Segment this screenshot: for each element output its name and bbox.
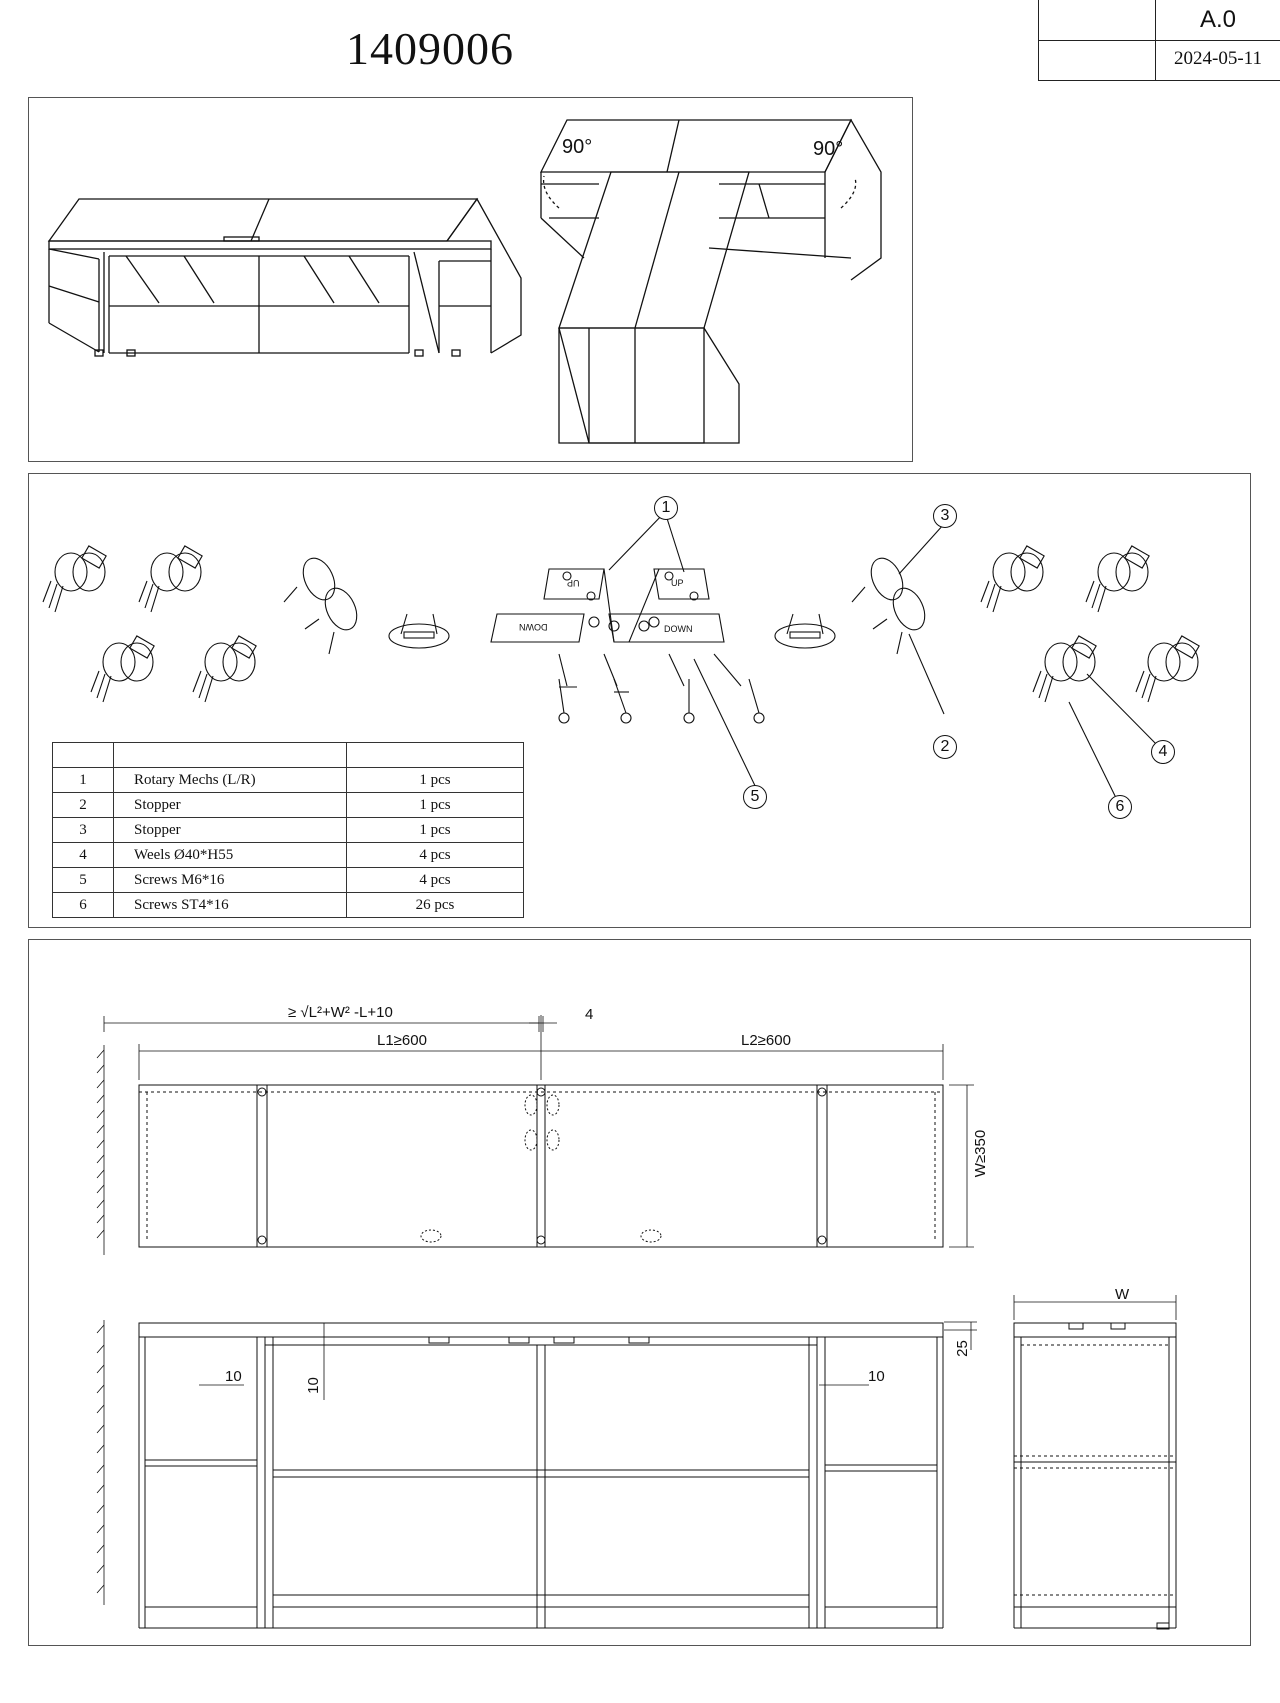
part-qty: 26 pcs [346, 892, 524, 918]
overview-panel: 90° 90° [28, 97, 913, 462]
wheel-icon [1085, 545, 1150, 613]
part-no: 6 [52, 892, 114, 918]
dimension-drawings [96, 1015, 1177, 1630]
hardware-exploded-view [42, 511, 1200, 805]
front-view [138, 1322, 944, 1629]
plate-label-up-left: UP [567, 578, 580, 588]
callout-2: 2 [933, 735, 957, 759]
cabinet-rotated [539, 118, 882, 444]
part-qty: 1 pcs [346, 817, 524, 843]
dim-top-thickness: 25 [953, 1340, 971, 1357]
stopper-icon [851, 557, 926, 655]
part-no: 2 [52, 792, 114, 818]
header-qty [346, 742, 524, 768]
wall-hatch [96, 1045, 105, 1605]
rotation-angle-right: 90° [813, 138, 844, 160]
part-name: Stopper [113, 792, 347, 818]
dimension-lines [103, 1015, 1177, 1400]
stopper-plate-icon [388, 613, 450, 649]
cabinet-straight [47, 197, 522, 357]
callout-4: 4 [1151, 740, 1175, 764]
part-name: Stopper [113, 817, 347, 843]
part-qty: 4 pcs [346, 842, 524, 868]
part-name: Screws M6*16 [113, 867, 347, 893]
part-no: 3 [52, 817, 114, 843]
dim-left-inset: 10 [225, 1368, 242, 1385]
header-name [113, 742, 347, 768]
part-qty: 1 pcs [346, 792, 524, 818]
part-no: 1 [52, 767, 114, 793]
callout-5: 5 [743, 785, 767, 809]
revision-code: A.0 [1199, 6, 1237, 33]
part-name: Weels Ø40*H55 [113, 842, 347, 868]
wheel-icon [138, 545, 203, 613]
wheel-icon [192, 635, 257, 703]
callout-3: 3 [933, 504, 957, 528]
wheel-icon [90, 635, 155, 703]
dim-right-inset: 10 [868, 1368, 885, 1385]
top-view [138, 1084, 944, 1248]
part-name: Rotary Mechs (L/R) [113, 767, 347, 793]
dim-w: W≥350 [972, 1129, 990, 1178]
plate-label-up-right: UP [671, 578, 684, 588]
wheel-icon [980, 545, 1045, 613]
dim-clearance-formula: ≥ √L²+W² -L+10 [288, 1004, 393, 1021]
dim-l2: L2≥600 [741, 1032, 791, 1049]
parts-table-header [52, 742, 524, 768]
dim-gap: 4 [585, 1006, 594, 1023]
side-view [1013, 1322, 1177, 1630]
wheel-icon [1135, 635, 1200, 703]
dim-l1: L1≥600 [377, 1032, 427, 1049]
part-qty: 1 pcs [346, 767, 524, 793]
callout-6: 6 [1108, 795, 1132, 819]
revision-block: A.0 2024-05-11 [1038, 0, 1280, 81]
callout-leaders [608, 511, 1162, 805]
rotary-mech-icon [490, 568, 765, 724]
part-no: 4 [52, 842, 114, 868]
stopper-plate-icon [774, 613, 836, 649]
rotation-angle-left: 90° [562, 136, 593, 158]
model-number: 1409006 [346, 23, 514, 74]
part-name: Screws ST4*16 [113, 892, 347, 918]
part-qty: 4 pcs [346, 867, 524, 893]
dimensions-panel: ≥ √L²+W² -L+10 4 L1≥600 L2≥600 W≥350 W 2… [28, 939, 1251, 1646]
hardware-panel: UP UP DOWN DOWN 1 2 3 4 5 6 [28, 473, 1251, 928]
wheel-icon [1032, 635, 1097, 703]
plate-label-down-right: DOWN [664, 624, 693, 634]
rotation-illustration [47, 118, 882, 444]
callout-1: 1 [654, 496, 678, 520]
stopper-icon [283, 557, 358, 655]
dim-center-inset: 10 [304, 1377, 322, 1394]
dim-w-side: W [1115, 1286, 1130, 1303]
wheel-icon [42, 545, 107, 613]
part-no: 5 [52, 867, 114, 893]
plate-label-down-left: DOWN [519, 622, 548, 632]
header-no [52, 742, 114, 768]
revision-date: 2024-05-11 [1174, 48, 1262, 69]
